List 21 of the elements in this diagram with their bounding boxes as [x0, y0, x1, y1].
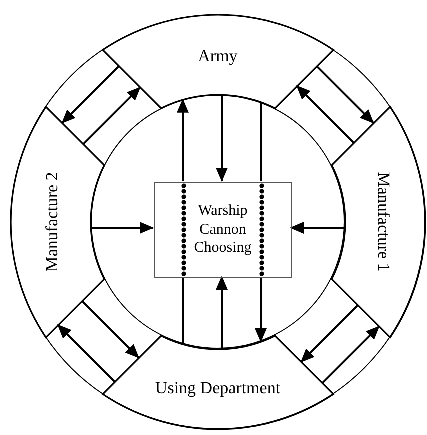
- arrow: [62, 66, 120, 124]
- arrow: [255, 277, 267, 342]
- sector-label: Manufacture 1: [375, 172, 392, 272]
- inner-circle: [91, 95, 345, 349]
- sector-label: Using Department: [155, 379, 281, 396]
- box-label: Warship Cannon Choosing: [193, 202, 253, 258]
- sector-label: Manufacture 2: [44, 172, 60, 272]
- arrow: [82, 300, 140, 358]
- arrow: [322, 326, 380, 384]
- arrow: [316, 66, 374, 124]
- arrow: [57, 324, 116, 383]
- arrow: [300, 304, 359, 363]
- arrow: [177, 98, 189, 181]
- arrow: [290, 222, 345, 234]
- arrow: [82, 86, 141, 145]
- arrow: [216, 95, 228, 182]
- arrow: [216, 276, 228, 349]
- process-box: [154, 182, 292, 278]
- arrow: [296, 86, 354, 144]
- sector-label: Army: [198, 48, 238, 64]
- arrow: [91, 222, 154, 234]
